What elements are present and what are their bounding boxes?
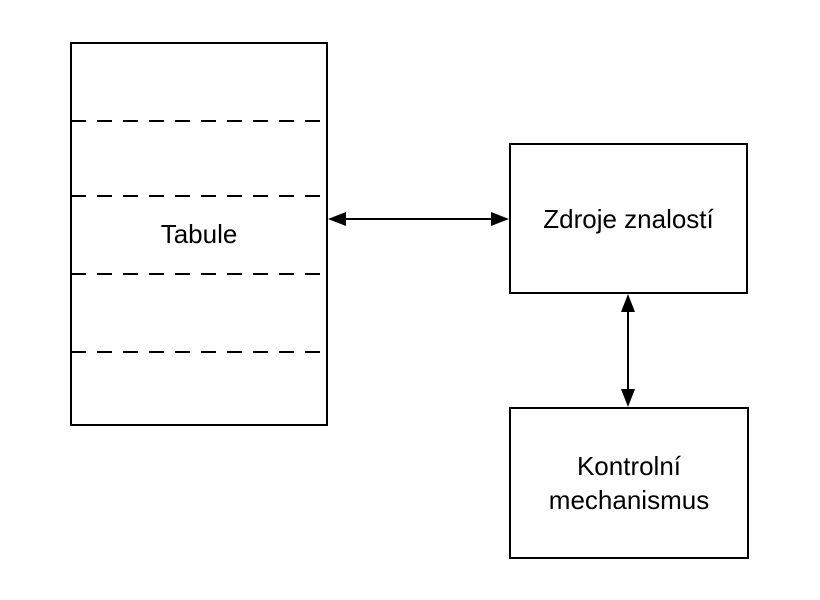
blackboard-label: Tabule [160,219,238,249]
knowledge-sources-label: Zdroje znalostí [543,203,714,234]
arrowhead-right [491,212,509,226]
control-mechanism-label: Kontrolní mechanismus [548,451,710,515]
blackboard-box: Tabule [70,42,328,426]
arrowhead-down [621,389,635,407]
arrow-blackboard-knowledge [328,212,509,226]
arrow-knowledge-control [621,294,635,407]
knowledge-sources-box: Zdroje znalostí [509,143,748,294]
control-mechanism-box: Kontrolní mechanismus [509,407,749,559]
arrowhead-up [621,294,635,312]
arrowhead-left [328,212,346,226]
